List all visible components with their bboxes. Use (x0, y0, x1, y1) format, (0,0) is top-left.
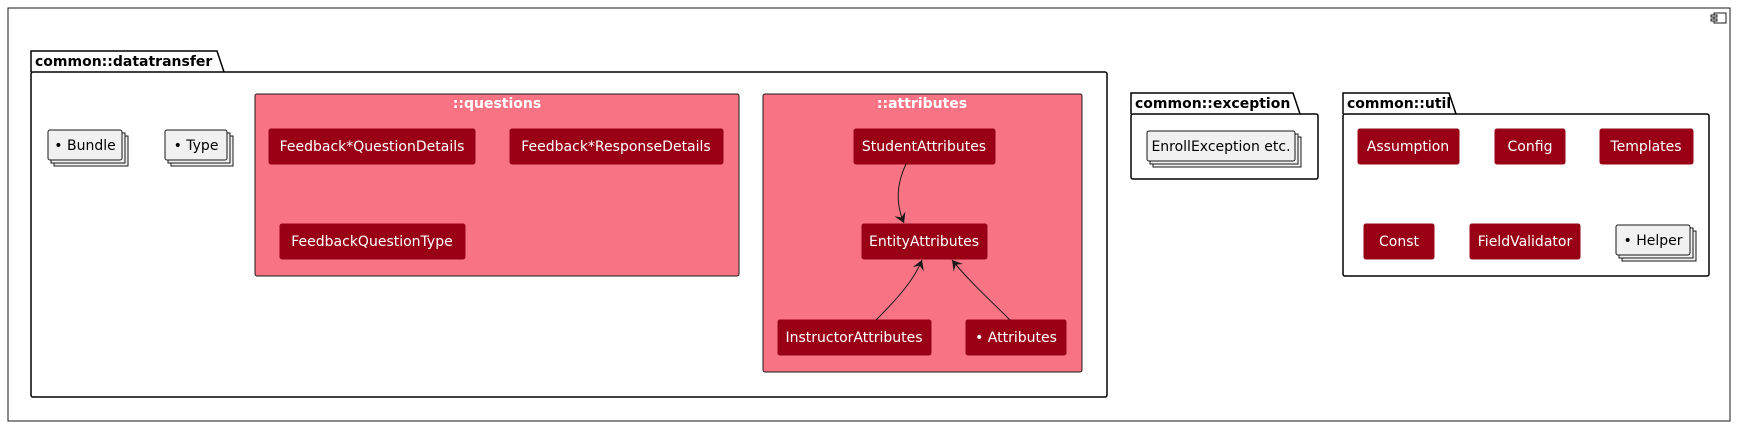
other-attributes-label: • Attributes (975, 330, 1057, 346)
class-config: Config (1494, 128, 1566, 165)
entity-attributes-label: EntityAttributes (869, 234, 979, 250)
questions-frame-title: ::questions (453, 96, 541, 112)
class-templates: Templates (1599, 128, 1694, 165)
attributes-frame-title: ::attributes (877, 96, 967, 112)
arrow-other-to-entity (951, 259, 1011, 321)
class-feedback-question-details: Feedback*QuestionDetails (268, 128, 476, 165)
feedback-response-details-label: Feedback*ResponseDetails (521, 139, 710, 155)
config-label: Config (1508, 139, 1553, 155)
arrow-instructor-to-entity (875, 259, 924, 321)
class-field-validator: FieldValidator (1469, 223, 1581, 260)
templates-label: Templates (1609, 139, 1681, 155)
field-validator-label: FieldValidator (1478, 234, 1573, 250)
class-entity-attributes: EntityAttributes (861, 223, 988, 260)
enroll-exception-label: EnrollException etc. (1151, 139, 1290, 155)
feedback-question-type-label: FeedbackQuestionType (291, 234, 452, 250)
bundle-stack: • Bundle (47, 129, 129, 167)
class-const: Const (1363, 223, 1435, 260)
type-stack: • Type (164, 129, 234, 167)
enroll-exception-stack: EnrollException etc. (1146, 130, 1302, 168)
student-attributes-label: StudentAttributes (862, 139, 986, 155)
package-util-title: common::util (1347, 96, 1451, 112)
assumption-label: Assumption (1367, 139, 1449, 155)
type-label: • Type (174, 138, 219, 154)
helper-stack: • Helper (1615, 224, 1697, 262)
component-icon (1710, 12, 1727, 24)
instructor-attributes-label: InstructorAttributes (785, 330, 922, 346)
class-feedback-response-details: Feedback*ResponseDetails (509, 128, 724, 165)
class-assumption: Assumption (1357, 128, 1460, 165)
helper-label: • Helper (1624, 233, 1683, 249)
class-other-attributes: • Attributes (965, 319, 1067, 356)
class-instructor-attributes: InstructorAttributes (777, 319, 932, 356)
bundle-label: • Bundle (54, 138, 115, 154)
package-exception-title: common::exception (1135, 96, 1290, 112)
class-feedback-question-type: FeedbackQuestionType (279, 223, 466, 260)
feedback-question-details-label: Feedback*QuestionDetails (280, 139, 465, 155)
arrow-student-to-entity (894, 163, 907, 224)
const-label: Const (1379, 234, 1420, 250)
class-student-attributes: StudentAttributes (853, 128, 996, 165)
package-datatransfer-title: common::datatransfer (35, 54, 212, 70)
